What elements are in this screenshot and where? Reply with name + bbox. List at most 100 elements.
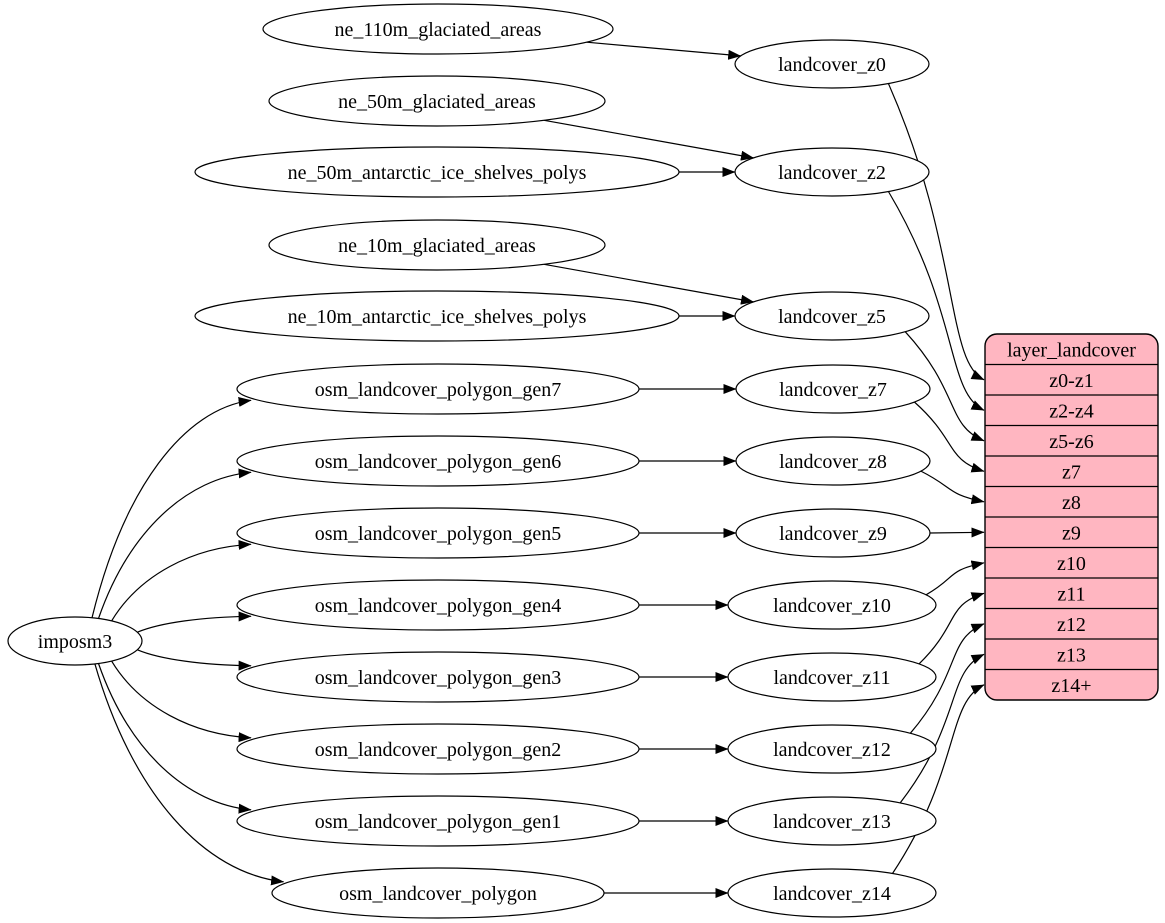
edge-imposm3-to-osm_landcover_polygon_gen6 <box>97 468 252 619</box>
node-label-landcover_z13: landcover_z13 <box>773 811 891 833</box>
node-osm_landcover_polygon: osm_landcover_polygon <box>271 867 605 919</box>
node-ellipse-osm_landcover_polygon <box>271 867 605 919</box>
node-label-landcover_z0: landcover_z0 <box>778 54 886 76</box>
node-ellipse-landcover_z7 <box>735 364 931 414</box>
edge-landcover_z14-to-layer_landcover-z14+ <box>891 684 985 874</box>
node-ellipse-landcover_z9 <box>735 508 931 558</box>
edge-imposm3-to-osm_landcover_polygon_gen3 <box>137 649 252 671</box>
node-landcover_z2: landcover_z2 <box>734 147 930 197</box>
node-label-landcover_z11: landcover_z11 <box>774 667 891 689</box>
node-osm_landcover_polygon_gen7: osm_landcover_polygon_gen7 <box>236 363 640 415</box>
table-header-label: layer_landcover <box>1007 339 1136 361</box>
node-osm_landcover_polygon_gen6: osm_landcover_polygon_gen6 <box>236 435 640 487</box>
node-ellipse-osm_landcover_polygon_gen3 <box>236 651 640 703</box>
node-ellipse-ne_10m_glaciated_areas <box>268 219 606 271</box>
edge-landcover_z11-to-layer_landcover-z11 <box>918 592 985 665</box>
node-label-osm_landcover_polygon_gen4: osm_landcover_polygon_gen4 <box>315 595 562 617</box>
node-label-osm_landcover_polygon: osm_landcover_polygon <box>339 883 537 905</box>
edge-landcover_z9-to-layer_landcover-z9 <box>929 527 985 538</box>
edges-layer <box>91 41 985 898</box>
node-ellipse-ne_110m_glaciated_areas <box>262 3 614 55</box>
node-label-ne_50m_glaciated_areas: ne_50m_glaciated_areas <box>338 91 536 113</box>
node-landcover_z9: landcover_z9 <box>735 508 931 558</box>
node-label-osm_landcover_polygon_gen5: osm_landcover_polygon_gen5 <box>315 523 562 545</box>
node-imposm3: imposm3 <box>7 616 143 666</box>
edge-imposm3-to-osm_landcover_polygon <box>94 663 285 886</box>
node-label-landcover_z9: landcover_z9 <box>779 523 887 545</box>
table-row-z9: z9 <box>1062 522 1081 544</box>
table-row-z5-z6: z5-z6 <box>1049 431 1093 453</box>
node-label-landcover_z5: landcover_z5 <box>778 306 886 328</box>
table-row-z11: z11 <box>1057 583 1085 605</box>
node-osm_landcover_polygon_gen4: osm_landcover_polygon_gen4 <box>236 579 640 631</box>
table-row-z7: z7 <box>1062 461 1081 483</box>
node-osm_landcover_polygon_gen1: osm_landcover_polygon_gen1 <box>236 795 640 847</box>
nodes-layer: imposm3 ne_110m_glaciated_areas ne_50m_gla… <box>7 3 937 919</box>
edge-imposm3-to-osm_landcover_polygon_gen5 <box>111 539 252 622</box>
node-ellipse-osm_landcover_polygon_gen5 <box>236 507 640 559</box>
edge-imposm3-to-osm_landcover_polygon_gen4 <box>137 611 252 633</box>
node-osm_landcover_polygon_gen5: osm_landcover_polygon_gen5 <box>236 507 640 559</box>
node-label-landcover_z12: landcover_z12 <box>773 739 891 761</box>
edge-ne_110m_glaciated_areas-to-landcover_z0 <box>586 41 742 60</box>
node-label-osm_landcover_polygon_gen2: osm_landcover_polygon_gen2 <box>315 739 562 761</box>
node-ellipse-ne_50m_glaciated_areas <box>268 75 606 127</box>
node-landcover_z14: landcover_z14 <box>727 868 937 918</box>
node-ellipse-osm_landcover_polygon_gen2 <box>236 723 640 775</box>
edge-ne_50m_glaciated_areas-to-landcover_z2 <box>543 119 754 161</box>
table-row-z0-z1: z0-z1 <box>1049 370 1093 392</box>
node-label-landcover_z8: landcover_z8 <box>779 451 887 473</box>
node-landcover_z10: landcover_z10 <box>727 580 937 630</box>
node-osm_landcover_polygon_gen3: osm_landcover_polygon_gen3 <box>236 651 640 703</box>
node-ellipse-landcover_z8 <box>735 436 931 486</box>
node-osm_landcover_polygon_gen2: osm_landcover_polygon_gen2 <box>236 723 640 775</box>
table-row-z14+: z14+ <box>1051 675 1091 697</box>
edge-landcover_z13-to-layer_landcover-z13 <box>899 653 985 804</box>
edge-imposm3-to-osm_landcover_polygon_gen7 <box>91 396 252 618</box>
node-ne_50m_glaciated_areas: ne_50m_glaciated_areas <box>268 75 606 127</box>
node-label-landcover_z10: landcover_z10 <box>773 595 891 617</box>
node-landcover_z7: landcover_z7 <box>735 364 931 414</box>
edge-landcover_z2-to-layer_landcover-z2-z4 <box>887 191 985 411</box>
node-ellipse-ne_10m_antarctic_ice_shelves_polys <box>194 290 680 342</box>
node-label-ne_10m_antarctic_ice_shelves_polys: ne_10m_antarctic_ice_shelves_polys <box>288 306 587 328</box>
node-label-osm_landcover_polygon_gen1: osm_landcover_polygon_gen1 <box>315 811 562 833</box>
node-ellipse-osm_landcover_polygon_gen7 <box>236 363 640 415</box>
node-ellipse-landcover_z13 <box>727 796 937 846</box>
node-landcover_z8: landcover_z8 <box>735 436 931 486</box>
node-label-ne_10m_glaciated_areas: ne_10m_glaciated_areas <box>338 235 536 257</box>
edge-imposm3-to-osm_landcover_polygon_gen2 <box>111 660 252 743</box>
record-table-layer: layer_landcoverz0-z1z2-z4z5-z6z7z8z9z10z… <box>984 333 1159 701</box>
table-row-z8: z8 <box>1062 492 1081 514</box>
node-label-landcover_z2: landcover_z2 <box>778 162 886 184</box>
edge-landcover_z5-to-layer_landcover-z5-z6 <box>904 331 985 442</box>
edge-landcover_z7-to-layer_landcover-z7 <box>914 401 985 473</box>
node-ellipse-landcover_z5 <box>734 291 930 341</box>
edge-landcover_z8-to-layer_landcover-z8 <box>920 470 985 505</box>
table-row-z10: z10 <box>1057 553 1086 575</box>
node-ellipse-imposm3 <box>7 616 143 666</box>
node-ellipse-landcover_z12 <box>727 724 937 774</box>
node-ne_50m_antarctic_ice_shelves_polys: ne_50m_antarctic_ice_shelves_polys <box>194 146 680 198</box>
node-ellipse-osm_landcover_polygon_gen4 <box>236 579 640 631</box>
node-landcover_z12: landcover_z12 <box>727 724 937 774</box>
node-ne_110m_glaciated_areas: ne_110m_glaciated_areas <box>262 3 614 55</box>
edge-landcover_z0-to-layer_landcover-z0-z1 <box>887 83 985 381</box>
node-label-osm_landcover_polygon_gen6: osm_landcover_polygon_gen6 <box>315 451 562 473</box>
node-landcover_z5: landcover_z5 <box>734 291 930 341</box>
table-row-z12: z12 <box>1057 614 1086 636</box>
node-ellipse-landcover_z14 <box>727 868 937 918</box>
node-landcover_z0: landcover_z0 <box>734 39 930 89</box>
node-label-osm_landcover_polygon_gen7: osm_landcover_polygon_gen7 <box>315 379 562 401</box>
node-label-landcover_z7: landcover_z7 <box>779 379 887 401</box>
node-landcover_z13: landcover_z13 <box>727 796 937 846</box>
node-label-osm_landcover_polygon_gen3: osm_landcover_polygon_gen3 <box>315 667 562 689</box>
node-ne_10m_antarctic_ice_shelves_polys: ne_10m_antarctic_ice_shelves_polys <box>194 290 680 342</box>
node-ne_10m_glaciated_areas: ne_10m_glaciated_areas <box>268 219 606 271</box>
node-label-imposm3: imposm3 <box>38 631 112 653</box>
node-label-ne_110m_glaciated_areas: ne_110m_glaciated_areas <box>335 19 542 41</box>
node-ellipse-landcover_z11 <box>727 652 937 702</box>
edge-ne_10m_glaciated_areas-to-landcover_z5 <box>543 263 754 305</box>
node-landcover_z11: landcover_z11 <box>727 652 937 702</box>
